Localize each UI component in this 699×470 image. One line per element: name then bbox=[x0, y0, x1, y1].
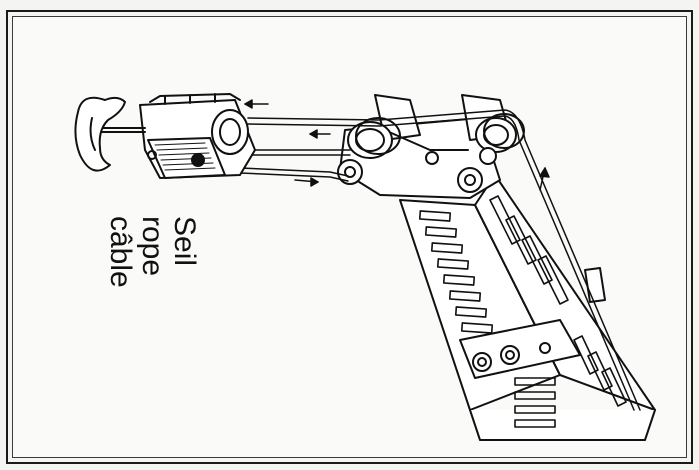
boom-arm bbox=[399, 174, 656, 441]
inner-border bbox=[12, 16, 687, 458]
label-rope: rope bbox=[136, 216, 169, 277]
outer-border bbox=[6, 10, 693, 464]
cable-lines bbox=[239, 109, 641, 411]
sheave-wheels bbox=[337, 113, 525, 193]
label-seil: Seil bbox=[168, 216, 201, 267]
hook-block bbox=[139, 93, 256, 179]
label-cable: câble bbox=[104, 216, 137, 288]
rope-label-rotated: Seil rope câble bbox=[104, 216, 201, 288]
boom-front-slots bbox=[418, 210, 494, 334]
crane-hook bbox=[74, 96, 146, 172]
boom-lower-slots bbox=[514, 377, 556, 428]
boom-side-slots bbox=[489, 195, 627, 407]
boom-clamp bbox=[459, 267, 606, 379]
cable-direction-arrows bbox=[244, 99, 550, 191]
